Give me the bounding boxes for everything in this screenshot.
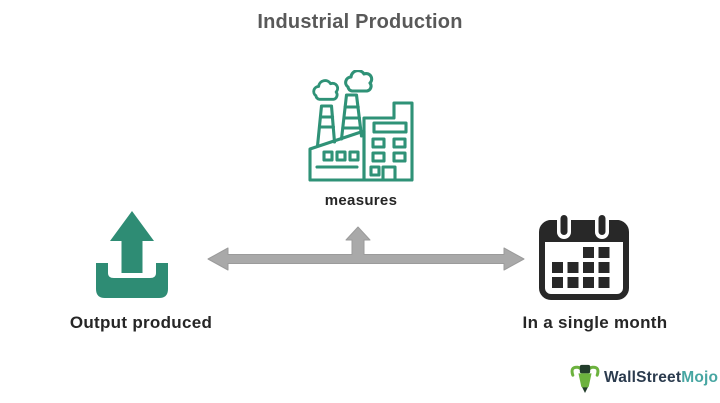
- logo-text-teal: Mojo: [681, 369, 719, 386]
- single-month-label: In a single month: [522, 313, 668, 332]
- wallstreetmojo-logo[interactable]: WallStreetMojo: [570, 361, 718, 395]
- calendar-icon: [537, 209, 631, 303]
- page-title: Industrial Production: [257, 11, 463, 33]
- output-produced-label: Output produced: [69, 313, 213, 332]
- logo-text: WallStreetMojo: [604, 369, 718, 387]
- measures-label: measures: [324, 192, 398, 209]
- bidirectional-arrow-icon: [206, 226, 526, 272]
- logo-text-dark: WallStreet: [604, 369, 682, 386]
- factory-icon: [302, 70, 414, 182]
- upload-icon: [88, 207, 176, 303]
- bull-mascot-icon: [570, 362, 600, 394]
